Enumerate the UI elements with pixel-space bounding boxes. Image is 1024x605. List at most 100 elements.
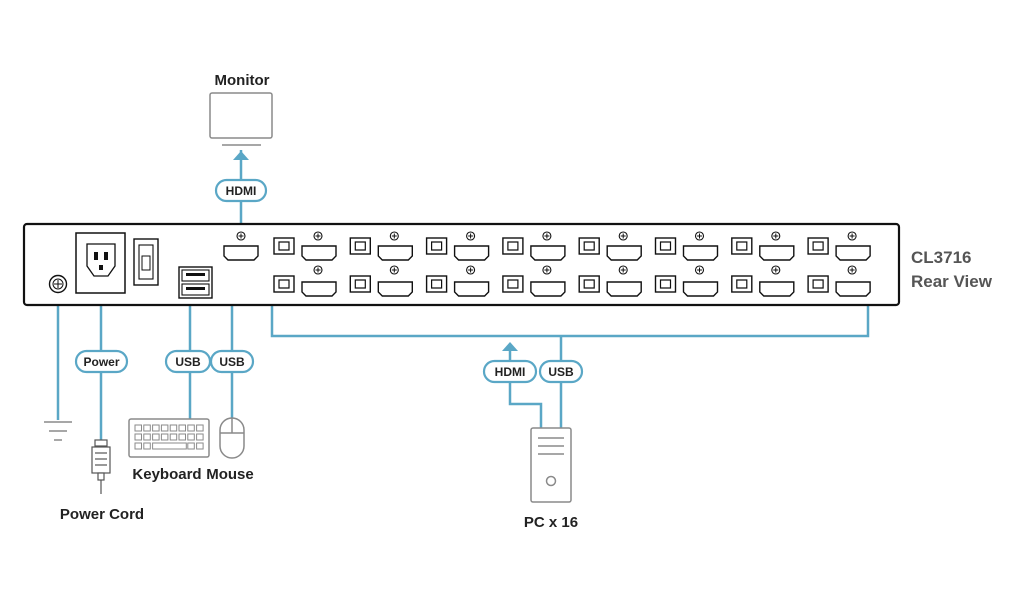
pc-tower-icon [530, 427, 572, 503]
pill-pc-hdmi-label: HDMI [495, 365, 526, 379]
screw [466, 265, 476, 275]
keyboard-key [160, 433, 169, 441]
keyboard-key [169, 424, 178, 432]
pill-keyboard-usb-label: USB [175, 355, 201, 369]
keyboard-key [196, 424, 204, 432]
pill-power: Power [74, 349, 129, 374]
usbb-port [425, 275, 448, 293]
pill-monitor-hdmi: HDMI [214, 178, 268, 203]
screw [542, 231, 552, 241]
pill-pc-hdmi: HDMI [482, 359, 538, 384]
hdmi-port [606, 245, 642, 261]
usbb-port [807, 237, 829, 255]
pill-mouse-usb: USB [209, 349, 255, 374]
keyboard-label: Keyboard [132, 466, 201, 483]
pill-pc-usb-label: USB [548, 365, 574, 379]
usbb-port [654, 237, 677, 255]
hdmi-port [682, 245, 719, 261]
monitor-arrow-icon [233, 151, 249, 160]
keyboard-key [134, 424, 142, 432]
screw [771, 265, 781, 275]
mouse-icon [219, 417, 245, 459]
usbb-port [273, 275, 295, 293]
hdmi-port [759, 245, 795, 261]
keyboard-key [178, 433, 186, 441]
ground-icon [44, 421, 72, 441]
pc-label: PC x 16 [524, 514, 578, 531]
screw [466, 231, 476, 241]
usbb-port [349, 237, 371, 255]
hdmi-port [301, 245, 337, 261]
screw [847, 265, 857, 275]
monitor-label: Monitor [215, 72, 270, 89]
mouse-label: Mouse [206, 466, 254, 483]
keyboard-key [187, 424, 195, 432]
screw [694, 231, 705, 241]
keyboard-key [178, 424, 186, 432]
screw [313, 265, 323, 275]
keyboard-key [196, 442, 204, 450]
hdmi-port [682, 281, 719, 297]
power-inlet-icon [75, 232, 126, 294]
usbb-port [425, 237, 448, 255]
usbb-port [502, 275, 524, 293]
device-view-label: Rear View [911, 272, 993, 291]
screw [618, 231, 628, 241]
hdmi-port [835, 281, 871, 297]
keyboard-key [143, 433, 151, 441]
hdmi-port [530, 245, 566, 261]
keyboard-key [134, 442, 142, 450]
keyboard-key [169, 433, 178, 441]
hdmi-port [453, 245, 490, 261]
console-usb-ports [178, 266, 213, 299]
hdmi-port [606, 281, 642, 297]
keyboard-icon [128, 418, 210, 458]
screw [694, 265, 705, 275]
keyboard-key [187, 433, 195, 441]
device-model-label: CL3716 [911, 248, 971, 267]
usbb-port [731, 237, 753, 255]
power-switch-icon [133, 238, 159, 286]
pill-monitor-hdmi-label: HDMI [226, 184, 257, 198]
kvm-device-rear-panel [22, 222, 901, 307]
screw [389, 231, 399, 241]
pc-bus-cable [270, 295, 870, 338]
hdmi-port [759, 281, 795, 297]
pill-mouse-usb-label: USB [219, 355, 245, 369]
power-cord-label: Power Cord [60, 506, 144, 523]
keyboard-key [152, 433, 160, 441]
usbb-port [731, 275, 753, 293]
hdmi-port [835, 245, 871, 261]
usbb-port [349, 275, 371, 293]
keyboard-key [187, 442, 195, 450]
usbb-port [273, 237, 295, 255]
keyboard-spacebar [152, 442, 187, 450]
usbb-port [654, 275, 677, 293]
power-plug-icon [91, 439, 111, 494]
pill-pc-usb: USB [538, 359, 584, 384]
screw [389, 265, 399, 275]
hdmi-port [377, 281, 413, 297]
hdmi-port [377, 245, 413, 261]
hdmi-port [301, 281, 337, 297]
screw [771, 231, 781, 241]
keyboard-key [152, 424, 160, 432]
screw [847, 231, 857, 241]
pc-hdmi-arrow-icon [502, 342, 518, 351]
usbb-port [502, 237, 524, 255]
usbb-port [578, 237, 600, 255]
keyboard-key [143, 424, 151, 432]
hdmi-port [453, 281, 490, 297]
usbb-port [807, 275, 829, 293]
screw [618, 265, 628, 275]
pill-power-label: Power [83, 355, 119, 369]
screw [313, 231, 323, 241]
usbb-port [578, 275, 600, 293]
pill-keyboard-usb: USB [164, 349, 212, 374]
monitor-icon [209, 92, 273, 146]
hdmi-port [530, 281, 566, 297]
keyboard-key [160, 424, 169, 432]
screw [542, 265, 552, 275]
ground-terminal-icon [48, 274, 68, 294]
